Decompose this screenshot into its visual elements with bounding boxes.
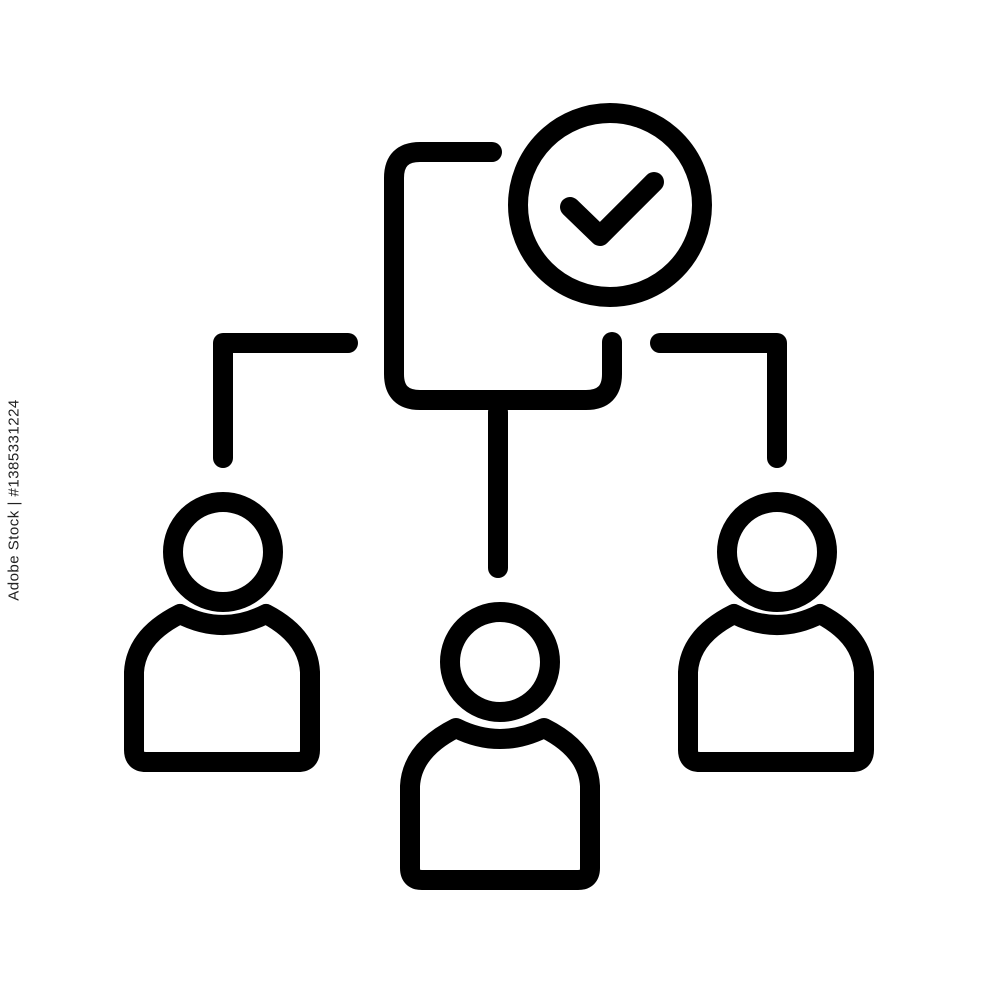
- document-icon: [384, 142, 622, 410]
- check-badge-icon: [508, 103, 712, 307]
- connector-right: [650, 333, 787, 468]
- person-body: [400, 718, 600, 890]
- person-head: [717, 492, 837, 612]
- person-body: [124, 604, 320, 772]
- stock-id-text: Adobe Stock | #1385331224: [5, 399, 23, 601]
- connector-left: [213, 333, 358, 468]
- person-icon-left: [124, 492, 320, 772]
- badge-circle: [508, 103, 712, 307]
- person-body: [678, 604, 874, 772]
- person-icon-center: [400, 602, 600, 890]
- check-icon: [560, 172, 664, 246]
- person-head: [163, 492, 283, 612]
- person-icon-right: [678, 492, 874, 772]
- person-head: [440, 602, 560, 722]
